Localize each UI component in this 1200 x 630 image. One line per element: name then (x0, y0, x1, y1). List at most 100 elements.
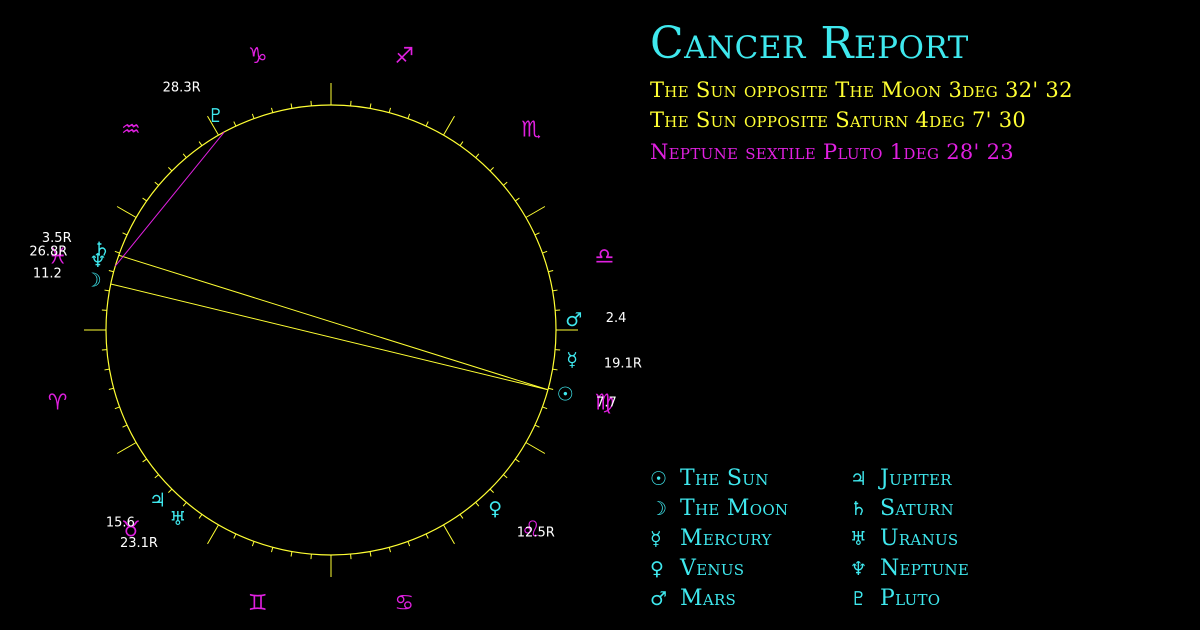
virgo-icon: ♍ (594, 391, 614, 416)
aspect-neptune-sextile-pluto: Neptune sextile Pluto 1deg 28' 23 (650, 140, 1014, 164)
uranus-icon: ♅ (170, 508, 187, 530)
degree-tick (459, 141, 464, 146)
degree-tick (198, 514, 203, 519)
degree-tick (369, 103, 372, 109)
degree-tick (233, 533, 237, 539)
mars-icon: ♂ (565, 309, 582, 331)
degree-tick (388, 107, 392, 113)
venus-icon: ♀ (650, 558, 665, 580)
degree-tick (515, 458, 520, 463)
sun-icon: ☉ (650, 468, 668, 490)
degree-tick (142, 458, 147, 463)
capricorn-icon: ♑ (248, 44, 268, 69)
degree-tick (548, 387, 554, 391)
sign-boundary-tick (525, 206, 546, 218)
legend-label: Neptune (880, 556, 970, 581)
degree-tick (270, 107, 274, 113)
degree-tick (142, 197, 147, 202)
degree-tick (475, 502, 480, 507)
sun-degree-label: 7.7 (596, 396, 617, 411)
degree-tick (425, 533, 429, 539)
degree-tick (168, 167, 173, 172)
neptune-degree-label: 26.8R (29, 244, 67, 259)
degree-tick (475, 153, 480, 158)
degree-tick (114, 250, 120, 254)
degree-tick (154, 474, 159, 479)
degree-tick (552, 289, 558, 292)
degree-tick (542, 406, 548, 410)
legend-item-sun: ☉ The Sun (650, 466, 769, 491)
degree-ticks (84, 83, 578, 577)
mars-degree-label: 2.4 (606, 311, 627, 326)
aspect-line-sun-saturn (118, 254, 549, 391)
scorpio-icon: ♏ (521, 117, 541, 142)
legend-label: Uranus (880, 526, 959, 551)
degree-tick (459, 514, 464, 519)
uranus-icon: ♅ (850, 528, 868, 550)
aspect-lines (110, 131, 549, 391)
degree-tick (122, 424, 128, 428)
degree-tick (182, 502, 187, 507)
uranus-degree-label: 23.1R (120, 536, 158, 551)
degree-tick (542, 250, 548, 254)
legend-item-uranus: ♅ Uranus (850, 526, 959, 551)
sign-boundary-tick (207, 524, 219, 545)
chart-circle (105, 104, 557, 556)
legend-item-saturn: ♄Saturn (850, 496, 954, 521)
cancer-icon: ♋ (394, 591, 414, 616)
degree-tick (108, 269, 114, 273)
degree-tick (233, 121, 237, 127)
aquarius-icon: ♒ (121, 117, 141, 142)
gemini-icon: ♊ (248, 591, 268, 616)
legend-label: The Sun (680, 466, 769, 491)
degree-tick (503, 474, 508, 479)
degree-tick (122, 232, 128, 236)
legend-item-mars: ♂Mars (650, 586, 736, 611)
legend-label: Mercury (680, 526, 772, 551)
zodiac-signs: ♈♉♊♋♌♍♎♏♐♑♒♓ (48, 44, 614, 616)
degree-tick (388, 547, 392, 553)
neptune-icon: ♆ (850, 558, 868, 580)
saturn-icon: ♄ (850, 498, 868, 520)
aspect-line-neptune-pluto (114, 131, 225, 267)
sign-boundary-tick (116, 442, 137, 454)
degree-tick (425, 121, 429, 127)
legend-label: Venus (680, 556, 745, 581)
degree-tick (290, 103, 293, 109)
legend-label: The Moon (680, 496, 789, 521)
mercury-degree-label: 19.1R (604, 356, 642, 371)
legend-item-neptune: ♆ Neptune (850, 556, 969, 581)
degree-tick (108, 387, 114, 391)
venus-degree-label: 12.5R (517, 525, 555, 540)
natal-chart-wheel: ♈♉♊♋♌♍♎♏♐♑♒♓ ☉7.7☽11.2☿19.1R♀12.5R♂2.4♃1… (29, 44, 642, 616)
degree-tick (489, 488, 494, 493)
jupiter-icon: ♃ (850, 468, 868, 490)
planet-markers: ☉7.7☽11.2☿19.1R♀12.5R♂2.4♃15.6♄3.5R♅23.1… (29, 80, 642, 551)
neptune-icon: ♆ (89, 250, 106, 272)
mercury-icon: ☿ (566, 349, 578, 371)
legend-label: Pluto (880, 586, 941, 611)
pluto-icon: ♇ (207, 105, 224, 127)
leo-icon: ♌ (521, 518, 541, 543)
legend-item-venus: ♀ Venus (650, 556, 744, 581)
sign-boundary-tick (443, 524, 455, 545)
degree-tick (114, 406, 120, 410)
degree-tick (515, 197, 520, 202)
degree-tick (534, 424, 540, 428)
report-title: Cancer Report (650, 18, 969, 69)
pluto-icon: ♇ (850, 588, 868, 610)
degree-tick (548, 269, 554, 273)
venus-icon: ♀ (488, 498, 502, 520)
sign-boundary-tick (443, 115, 455, 136)
degree-tick (168, 488, 173, 493)
degree-tick (104, 368, 110, 371)
degree-tick (407, 113, 411, 119)
degree-tick (251, 541, 255, 547)
degree-tick (489, 167, 494, 172)
aspect-line-sun-moon (110, 283, 549, 391)
degree-tick (369, 551, 372, 557)
degree-tick (251, 113, 255, 119)
pluto-degree-label: 28.3R (163, 80, 201, 95)
legend-item-jupiter: ♃Jupiter (850, 466, 952, 491)
libra-icon: ♎ (594, 244, 614, 269)
